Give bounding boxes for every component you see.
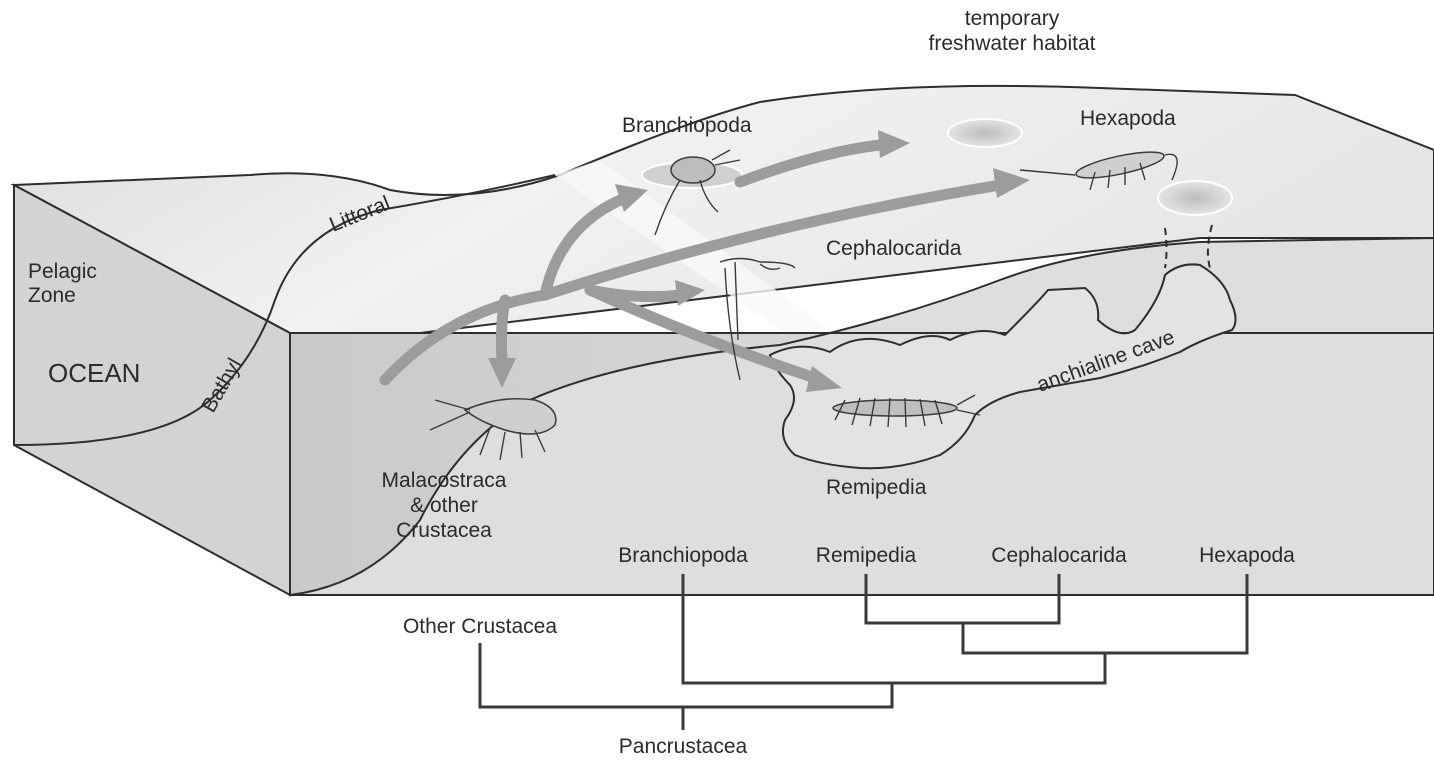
temporary-freshwater-label-line2: freshwater habitat bbox=[929, 32, 1096, 55]
tree-tip-branchiopoda: Branchiopoda bbox=[618, 544, 748, 567]
pelagic-zone-label-line2: Zone bbox=[28, 284, 76, 307]
ocean-label: OCEAN bbox=[48, 358, 140, 388]
malacostraca-label-line1: Malacostraca bbox=[382, 469, 507, 492]
temporary-freshwater-pool bbox=[948, 119, 1022, 147]
tree-root-label: Pancrustacea bbox=[619, 735, 748, 758]
branchiopoda-label: Branchiopoda bbox=[622, 114, 752, 137]
tree-tip-hexapoda: Hexapoda bbox=[1199, 544, 1295, 567]
cephalocarida-label: Cephalocarida bbox=[826, 237, 962, 260]
tree-branch-root bbox=[480, 643, 892, 707]
tree-tip-cephalocarida: Cephalocarida bbox=[991, 544, 1127, 567]
malacostraca-label-line2: & other bbox=[410, 494, 478, 517]
hexapoda-label: Hexapoda bbox=[1080, 107, 1176, 130]
pelagic-zone-label-line1: Pelagic bbox=[28, 260, 97, 283]
tree-tip-other-crustacea: Other Crustacea bbox=[403, 615, 557, 638]
arrow-to-malacostraca bbox=[501, 300, 505, 362]
remipedia-label: Remipedia bbox=[826, 476, 927, 499]
sinkhole-pool bbox=[1158, 181, 1232, 215]
malacostraca-label-line3: Crustacea bbox=[396, 519, 492, 542]
tree-tip-remipedia: Remipedia bbox=[816, 544, 917, 567]
temporary-freshwater-label-line1: temporary bbox=[965, 7, 1060, 30]
